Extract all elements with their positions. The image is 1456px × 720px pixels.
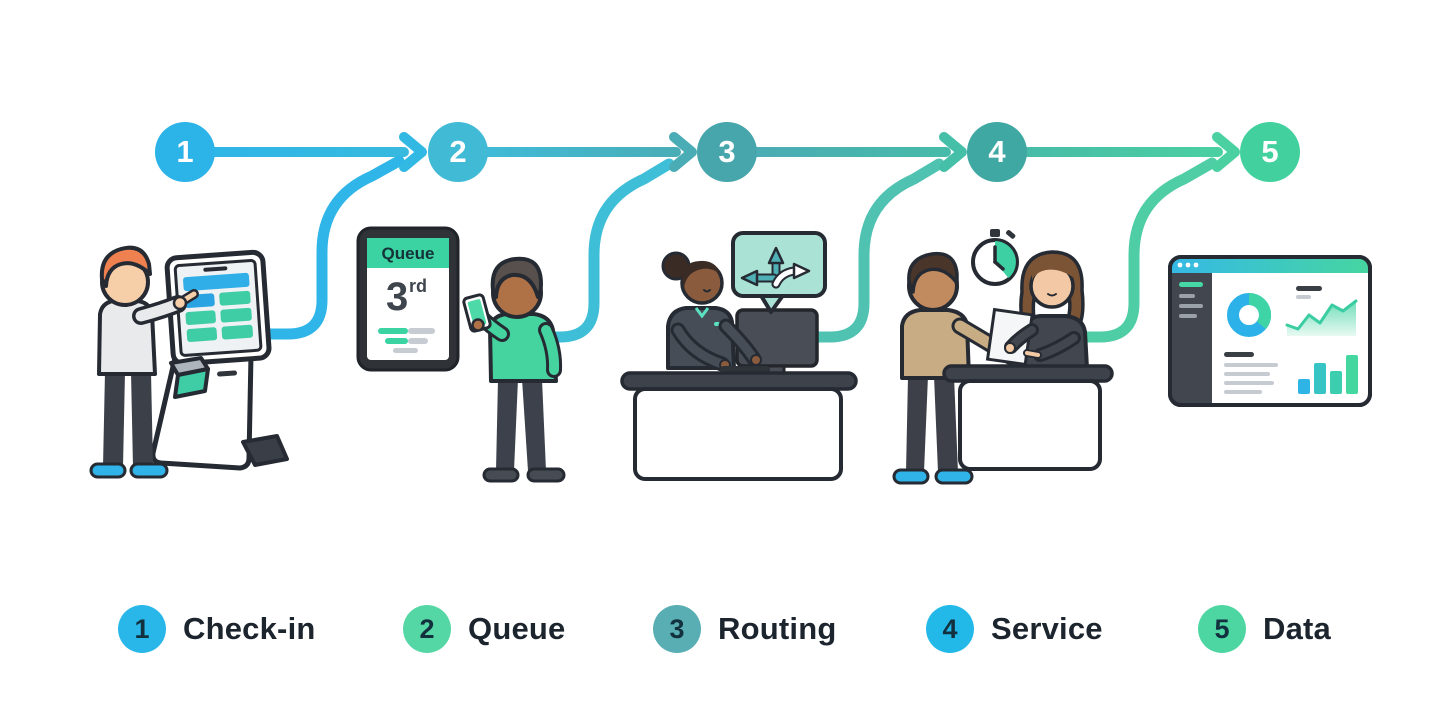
step-number: 5: [1261, 134, 1279, 169]
step-circle-2: 2: [428, 122, 488, 182]
step-circle-4: 4: [967, 122, 1027, 182]
service-counter-desk: [942, 364, 1114, 471]
legend-number: 3: [669, 613, 685, 644]
legend-number: 2: [419, 613, 435, 644]
step-number: 1: [176, 134, 194, 169]
blue-shoe: [129, 462, 169, 479]
legend-item-service: 4 Service: [926, 605, 1103, 653]
step-circle-5: 5: [1240, 122, 1300, 182]
legend-circle-1: 1: [118, 605, 166, 653]
legend-circle-5: 5: [1198, 605, 1246, 653]
step-number: 3: [718, 134, 736, 169]
legend-item-checkin: 1 Check-in: [118, 605, 316, 653]
orange-hair: [99, 245, 152, 288]
kiosk-screen-header: [183, 272, 250, 292]
queue-position-suffix: rd: [409, 276, 427, 296]
legend-number: 4: [942, 613, 958, 644]
area-chart: [1285, 299, 1358, 336]
legend-label-checkin: Check-in: [183, 611, 316, 646]
scene-checkin-kiosk: [89, 245, 289, 479]
legend-circle-3: 3: [653, 605, 701, 653]
step-circle-1: 1: [155, 122, 215, 182]
legend-label-routing: Routing: [718, 611, 837, 646]
kiosk-printer-slot: [169, 356, 238, 399]
legend-item-queue: 2 Queue: [403, 605, 565, 653]
step-circle-3: 3: [697, 122, 757, 182]
legend-label-service: Service: [991, 611, 1103, 646]
checkin-kiosk-icon: [150, 249, 289, 471]
visitor-person: [89, 245, 199, 479]
teal-collar: [694, 307, 710, 319]
window-titlebar: [1170, 257, 1370, 273]
legend-number: 5: [1214, 613, 1230, 644]
legend-number: 1: [134, 613, 150, 644]
donut-chart: [1227, 292, 1272, 337]
step-number: 4: [988, 134, 1006, 169]
blue-shoe: [892, 468, 930, 485]
kiosk-speaker: [203, 266, 228, 272]
blue-shoe: [89, 462, 127, 479]
legend-item-routing: 3 Routing: [653, 605, 836, 653]
dark-hair: [681, 260, 720, 288]
legend-circle-2: 2: [403, 605, 451, 653]
bar-chart: [1298, 355, 1358, 394]
legend-item-data: 5 Data: [1198, 605, 1331, 653]
routing-agent-person: [661, 251, 762, 372]
stopwatch-icon: [971, 229, 1019, 286]
blue-shoe: [934, 468, 974, 485]
routing-desk: [620, 371, 858, 481]
legend-label-queue: Queue: [468, 611, 566, 646]
text-placeholder-block: [1224, 352, 1278, 394]
legend-label-data: Data: [1263, 611, 1331, 646]
legend-circle-4: 4: [926, 605, 974, 653]
step-number: 2: [449, 134, 467, 169]
